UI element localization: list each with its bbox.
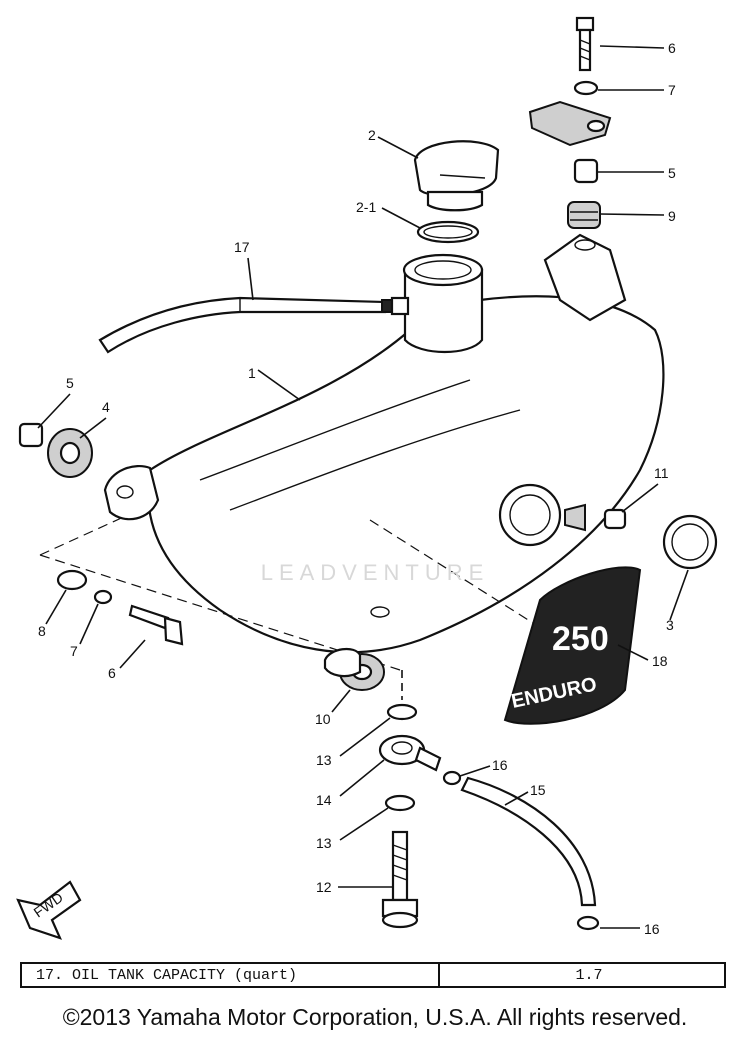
callout-13-upper: 13 xyxy=(316,752,332,768)
callout-9: 9 xyxy=(668,208,676,224)
left-bolt xyxy=(128,604,184,646)
callout-16-lower: 16 xyxy=(644,921,660,937)
oil-tank-exploded-diagram: 250 ENDURO FWD 2 2-1 17 1 xyxy=(16,16,718,940)
top-bolt xyxy=(575,16,595,72)
union-bolt xyxy=(381,830,419,929)
bottom-damper xyxy=(323,647,385,691)
callout-11: 11 xyxy=(654,465,669,481)
top-collar xyxy=(573,158,599,184)
watermark: LEADVENTURE xyxy=(260,560,490,585)
upper-hose-clip xyxy=(442,770,462,786)
left-collar xyxy=(18,422,44,448)
callout-14: 14 xyxy=(316,792,332,808)
callout-6-top: 6 xyxy=(668,40,676,56)
lower-gasket xyxy=(384,794,416,812)
callout-5-right: 5 xyxy=(668,165,676,181)
oil-feed-hose xyxy=(460,776,597,907)
upper-gasket xyxy=(386,703,418,721)
callout-12: 12 xyxy=(316,879,332,895)
top-mount-stay xyxy=(543,233,627,322)
side-grommet xyxy=(498,483,586,547)
breather-hose xyxy=(98,296,410,354)
callout-18: 18 xyxy=(652,653,668,669)
top-damper xyxy=(567,201,601,229)
forward-arrow-icon: FWD xyxy=(16,880,82,940)
enduro-emblem: 250 ENDURO xyxy=(503,566,642,725)
callout-8: 8 xyxy=(38,623,46,639)
callout-2: 2 xyxy=(368,127,376,143)
oil-tank-cap xyxy=(413,140,500,212)
callout-7-bottom: 7 xyxy=(70,643,78,659)
callout-15: 15 xyxy=(530,782,546,798)
filler-neck xyxy=(402,253,484,354)
callout-7-top: 7 xyxy=(668,82,676,98)
lower-hose-clip xyxy=(576,915,600,931)
callout-6-bottom: 6 xyxy=(108,665,116,681)
callout-4: 4 xyxy=(102,399,110,415)
capacity-value: 1.7 xyxy=(575,966,603,984)
left-damper xyxy=(47,428,93,478)
left-mount-bracket xyxy=(103,464,160,521)
callout-13-lower: 13 xyxy=(316,835,332,851)
top-washer xyxy=(573,80,599,96)
oil-tank-body xyxy=(39,295,665,671)
callout-16-upper: 16 xyxy=(492,757,508,773)
left-washer-large xyxy=(56,569,88,591)
left-washer-small xyxy=(93,589,113,605)
union-joint xyxy=(378,734,442,772)
side-cap xyxy=(662,514,718,570)
callout-1: 1 xyxy=(248,365,256,381)
capacity-spec-table: 17. OIL TANK CAPACITY (quart) 1.7 xyxy=(20,962,726,988)
capacity-label: 17. OIL TANK CAPACITY (quart) xyxy=(22,964,440,986)
callout-10: 10 xyxy=(315,711,331,727)
callout-3: 3 xyxy=(666,617,674,633)
callout-2-1: 2-1 xyxy=(356,199,376,215)
top-plate xyxy=(528,100,612,147)
emblem-number: 250 xyxy=(552,620,609,658)
copyright-notice: ©2013 Yamaha Motor Corporation, U.S.A. A… xyxy=(62,1004,688,1030)
callout-5-left: 5 xyxy=(66,375,74,391)
side-collar xyxy=(603,508,627,530)
cap-o-ring xyxy=(416,220,480,244)
callout-17: 17 xyxy=(234,239,250,255)
callouts: 2 2-1 17 1 6 7 5 9 5 4 11 3 18 8 7 6 10 xyxy=(37,40,689,937)
